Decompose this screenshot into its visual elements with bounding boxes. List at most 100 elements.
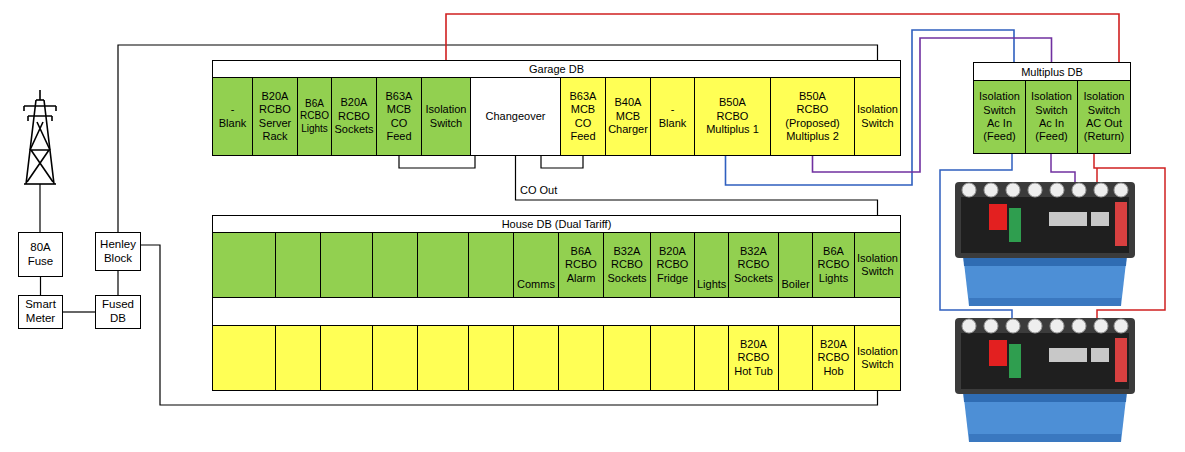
cable: [399, 156, 475, 168]
breaker-cell: B6ARCBOLights: [812, 232, 855, 298]
cell-text: Fused DB: [98, 298, 138, 326]
cell-text: Isolation Switch: [424, 103, 468, 130]
empty-cell: [212, 325, 276, 391]
empty-cell: [372, 232, 418, 298]
cell-text: B40A: [608, 96, 648, 109]
cell-text: RCBO: [731, 351, 776, 364]
cell-text: Blank: [653, 117, 692, 130]
breaker-cell: -Blank: [212, 77, 253, 156]
cell-text: Isolation Switch: [1028, 90, 1075, 117]
inverter-wires: [940, 154, 1165, 319]
cell-text: Isolation Switch: [857, 103, 898, 130]
breaker-cell: B50ARCBOMultiplus 1: [694, 77, 771, 156]
cell-text: B6A: [561, 245, 601, 258]
cell-text: Sockets: [606, 272, 648, 285]
cell-text: B32A: [731, 245, 776, 258]
cell-text: Lights: [697, 278, 726, 291]
cell-text: -: [215, 103, 250, 116]
cell-text: Smart Meter: [21, 298, 60, 326]
empty-cell: [513, 325, 559, 391]
cable: [63, 311, 95, 312]
breaker-cell: B20ARCBOFridge: [650, 232, 695, 298]
cell-text: Changeover: [473, 110, 558, 123]
empty-cell: [212, 232, 276, 298]
cell-text: Charger: [608, 123, 648, 136]
empty-cell: [372, 325, 418, 391]
cell-text: B20A: [653, 245, 692, 258]
breaker-cell: B50ARCBO(Proposed) Multiplus 2: [770, 77, 855, 156]
empty-cell: [558, 325, 604, 391]
cell-text: B6A: [300, 98, 329, 110]
isolation-switch: Isolation SwitchAc In (Feed): [973, 80, 1026, 154]
breaker-cell: B63AMCBCO Feed: [560, 77, 606, 156]
breaker-cell: B20ARCBOServer Rack: [252, 77, 298, 156]
inverter-picture: [955, 182, 1135, 306]
cell-text: B50A: [773, 90, 852, 103]
board-title: House DB (Dual Tariff): [213, 216, 900, 233]
supply-box: Smart Meter: [18, 295, 63, 329]
cell-text: AC Out (Return): [1080, 117, 1128, 144]
board-title: Garage DB: [213, 61, 900, 78]
breaker-cell: B32ARCBOSockets: [728, 232, 779, 298]
cell-text: B63A: [379, 90, 419, 103]
isolation-switch: Isolation Switch: [854, 77, 901, 156]
cell-text: RCBO: [815, 351, 852, 364]
cell-text: Blank: [215, 117, 250, 130]
breaker-cell: -Blank: [650, 77, 695, 156]
cell-text: B6A: [815, 245, 852, 258]
cell-text: B63A: [563, 90, 603, 103]
cable: [541, 156, 583, 168]
isolation-switch: Isolation Switch: [854, 232, 901, 298]
cell-text: Isolation Switch: [976, 90, 1023, 117]
breaker-cell: B20ARCBOHob: [812, 325, 855, 391]
cell-text: MCB: [608, 110, 648, 123]
cell-text: MCB: [379, 103, 419, 116]
breaker-cell: B20ARCBOSockets: [331, 77, 377, 156]
breaker-cell: B6ARCBOLights: [297, 77, 332, 156]
cell-text: RCBO: [606, 258, 648, 271]
empty-cell: [320, 325, 373, 391]
breaker-cell: Lights: [694, 232, 729, 298]
cable: [40, 277, 41, 295]
board-title: Multiplus DB: [974, 63, 1130, 81]
empty-cell: [275, 325, 321, 391]
breaker-cell: B32ARCBOSockets: [603, 232, 651, 298]
cable: [117, 271, 118, 295]
cell-text: -: [653, 103, 692, 116]
cell-text: Hot Tub: [731, 365, 776, 378]
breaker-cell: B40AMCBCharger: [605, 77, 651, 156]
cell-text: Boiler: [781, 278, 810, 291]
cell-text: Server Rack: [255, 117, 295, 144]
cell-text: B32A: [606, 245, 648, 258]
cell-text: RCBO: [773, 103, 852, 116]
cell-text: B20A: [731, 338, 776, 351]
cell-text: Lights: [300, 123, 329, 135]
breaker-cell: Comms: [513, 232, 559, 298]
cell-text: B50A: [697, 96, 768, 109]
cell-text: B20A: [255, 90, 295, 103]
cell-text: RCBO: [561, 258, 601, 271]
breaker-cell: B6ARCBOAlarm: [558, 232, 604, 298]
distribution-board: Multiplus DBIsolation SwitchAc In (Feed)…: [973, 62, 1131, 154]
cell-text: Sockets: [334, 123, 374, 136]
cell-text: Hob: [815, 365, 852, 378]
cell-text: RCBO: [697, 110, 768, 123]
inverter-picture: [955, 318, 1135, 442]
cell-text: Lights: [815, 272, 852, 285]
supply-wire: [39, 184, 40, 232]
isolation-switch: Isolation SwitchAc In (Feed): [1025, 80, 1078, 154]
cell-text: Henley Block: [98, 238, 138, 266]
cell-text: RCBO: [653, 258, 692, 271]
cell-text: Ac In (Feed): [1028, 117, 1075, 144]
distribution-board: House DB (Dual Tariff)CommsB6ARCBOAlarmB…: [212, 215, 901, 391]
supply-box: 80A Fuse: [18, 232, 63, 277]
pylon-symbol: [24, 90, 56, 184]
breaker-cell: B20ARCBOHot Tub: [728, 325, 779, 391]
empty-cell: [603, 325, 651, 391]
cell-text: RCBO: [300, 110, 329, 122]
empty-cell: [320, 232, 373, 298]
empty-cell: [650, 325, 695, 391]
empty-cell: [778, 325, 813, 391]
